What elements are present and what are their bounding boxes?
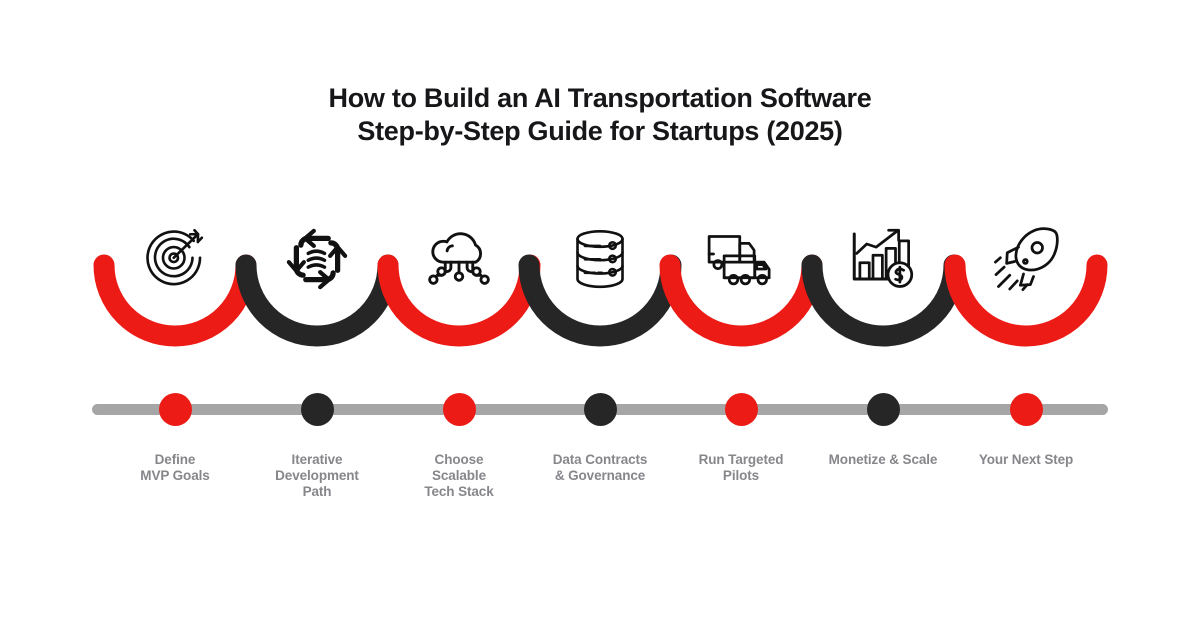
- step-label-7-line-1: Your Next Step: [978, 452, 1074, 467]
- step-label-3-line-3: Tech Stack: [424, 484, 494, 499]
- step-icon-2: [274, 216, 360, 302]
- step-label-4: Data Contracts& Governance: [505, 452, 695, 484]
- step-label-3-line-2: Scalable: [432, 468, 486, 483]
- step-label-4-line-2: & Governance: [554, 468, 646, 483]
- rocket-icon: [994, 227, 1059, 291]
- title-line-1: How to Build an AI Transportation Softwa…: [328, 83, 872, 113]
- step-label-2-line-1: Iterative: [291, 452, 343, 467]
- page-title: How to Build an AI Transportation Softwa…: [0, 82, 1200, 148]
- step-label-4-line-1: Data Contracts: [552, 452, 648, 467]
- database-icon: [576, 229, 624, 289]
- cycle-arrows-icon: [286, 228, 348, 290]
- target-arrow-icon: [146, 228, 204, 286]
- step-icon-3: [416, 216, 502, 302]
- step-icon-4: [557, 216, 643, 302]
- step-label-6-line-1: Monetize & Scale: [828, 452, 938, 467]
- timeline-dot-6[interactable]: [866, 393, 900, 426]
- step-label-5-line-2: Pilots: [722, 468, 760, 483]
- timeline-dot-1[interactable]: [158, 393, 192, 426]
- step-label-5-line-1: Run Targeted: [698, 452, 784, 467]
- step-label-7: Your Next Step: [931, 452, 1121, 468]
- timeline-dot-7[interactable]: [1009, 393, 1043, 426]
- step-label-6: Monetize & Scale: [788, 452, 978, 468]
- step-label-2-line-2: Development: [275, 468, 359, 483]
- step-icon-1: [132, 216, 218, 302]
- step-label-1-line-2: MVP Goals: [140, 468, 210, 483]
- step-icon-7: [983, 216, 1069, 302]
- step-icon-5: [698, 216, 784, 302]
- timeline-dot-2[interactable]: [300, 393, 334, 426]
- growth-chart-dollar-icon: [852, 228, 914, 288]
- step-label-2-line-3: Path: [302, 484, 332, 499]
- step-label-3-line-1: Choose: [434, 452, 484, 467]
- step-icon-6: [840, 216, 926, 302]
- cloud-network-icon: [428, 232, 490, 285]
- step-label-1-line-1: Define: [154, 452, 196, 467]
- timeline-dot-5[interactable]: [724, 393, 758, 426]
- delivery-trucks-icon: [707, 235, 771, 286]
- timeline-dot-3[interactable]: [442, 393, 476, 426]
- timeline-dot-4[interactable]: [583, 393, 617, 426]
- title-line-2: Step-by-Step Guide for Startups (2025): [357, 116, 843, 146]
